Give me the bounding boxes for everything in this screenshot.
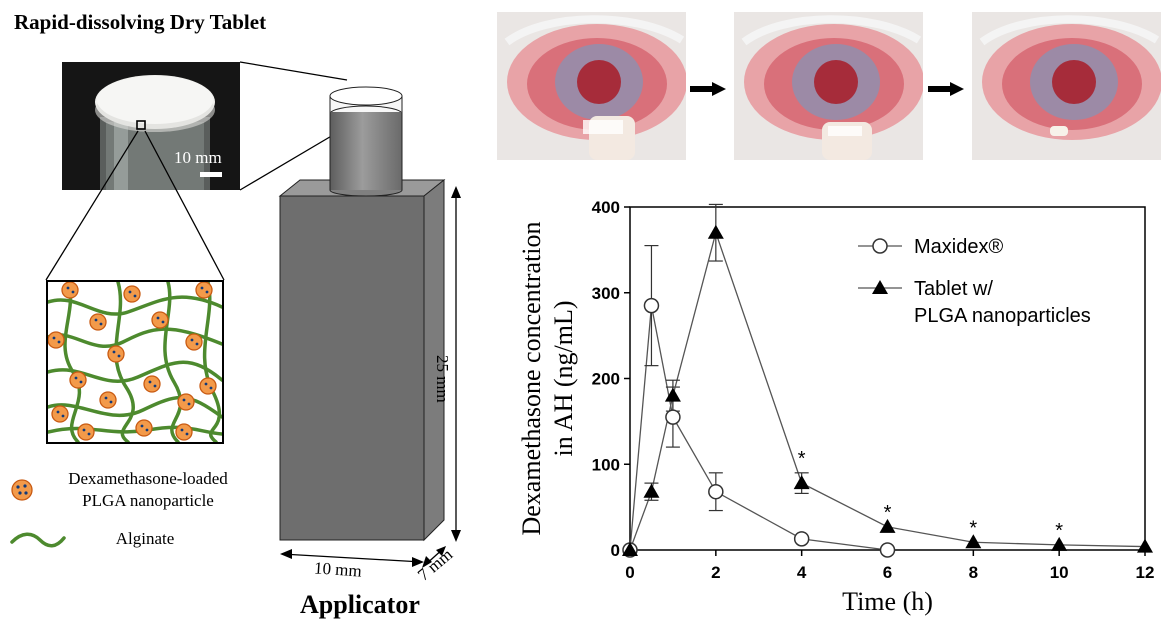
- y-tick-label: 400: [592, 198, 620, 217]
- arrow-right-icon: [928, 82, 964, 96]
- applicator-label: Applicator: [300, 590, 420, 619]
- significance-marker: *: [969, 517, 977, 539]
- eye-photo-3: [972, 12, 1161, 160]
- data-point: [643, 483, 660, 498]
- significance-marker: *: [884, 502, 892, 524]
- alginate-legend-label: Alginate: [115, 529, 175, 548]
- x-tick-label: 2: [711, 563, 720, 582]
- x-tick-label: 8: [969, 563, 978, 582]
- legend-label-1: Tablet w/: [914, 278, 993, 300]
- alginate-legend-icon: [10, 532, 66, 548]
- y-tick-label: 0: [611, 541, 620, 560]
- nanoparticle-legend-icon: [11, 479, 33, 501]
- y-tick-label: 300: [592, 284, 620, 303]
- y-tick-label: 200: [592, 370, 620, 389]
- data-point: [643, 297, 660, 314]
- data-point: [879, 518, 896, 533]
- data-point: [793, 475, 810, 490]
- arrow-right-icon: [690, 82, 726, 96]
- series-line-0: [629, 305, 888, 551]
- data-point: [708, 483, 724, 500]
- scale-bar-label: 10 mm: [174, 148, 222, 167]
- x-tick-label: 12: [1136, 563, 1155, 582]
- data-point: [1137, 538, 1153, 553]
- svg-text:in AH (ng/mL): in AH (ng/mL): [549, 301, 578, 457]
- y-axis-label: Dexamethasone concentration in AH (ng/mL…: [517, 221, 578, 535]
- significance-marker: *: [1055, 520, 1063, 542]
- y-tick-label: 100: [592, 455, 620, 474]
- significance-marker: *: [798, 448, 806, 470]
- x-axis-label: Time (h): [842, 587, 933, 616]
- legend-marker-1: [872, 280, 888, 294]
- data-point: [664, 387, 681, 402]
- legend-marker-0: [872, 238, 888, 254]
- x-tick-label: 0: [625, 563, 634, 582]
- nanoparticle-zoom-box: [46, 280, 224, 444]
- panel-title: Rapid-dissolving Dry Tablet: [14, 10, 267, 34]
- x-tick-label: 6: [883, 563, 892, 582]
- data-point: [793, 531, 810, 547]
- width-dimension-label: 10 mm: [313, 558, 363, 581]
- data-point: [1051, 536, 1068, 551]
- height-dimension-label: 25 mm: [433, 355, 452, 403]
- x-tick-label: 10: [1050, 563, 1069, 582]
- data-point: [665, 409, 681, 425]
- plot-frame: [629, 206, 1146, 551]
- data-point: [622, 542, 638, 556]
- data-point: [707, 224, 724, 239]
- eye-photo-2: [734, 12, 923, 160]
- eye-photo-1: [497, 12, 686, 160]
- dexamethasone-chart: 0 2 4 6 8 10 12 0 100 200 300 400 * * * * * Maxidex® Tab…: [517, 190, 1155, 616]
- nanoparticle-legend-label: Dexamethasone-loaded PLGA nanoparticle: [68, 469, 228, 510]
- significance-marker: *: [712, 190, 720, 201]
- data-point: [879, 542, 896, 558]
- legend-label-1b: PLGA nanoparticles: [914, 305, 1091, 327]
- data-point: [965, 534, 982, 549]
- svg-text:Dexamethasone concentration: Dexamethasone concentration: [517, 221, 546, 535]
- x-tick-label: 4: [797, 563, 807, 582]
- legend-label-0: Maxidex®: [914, 236, 1003, 258]
